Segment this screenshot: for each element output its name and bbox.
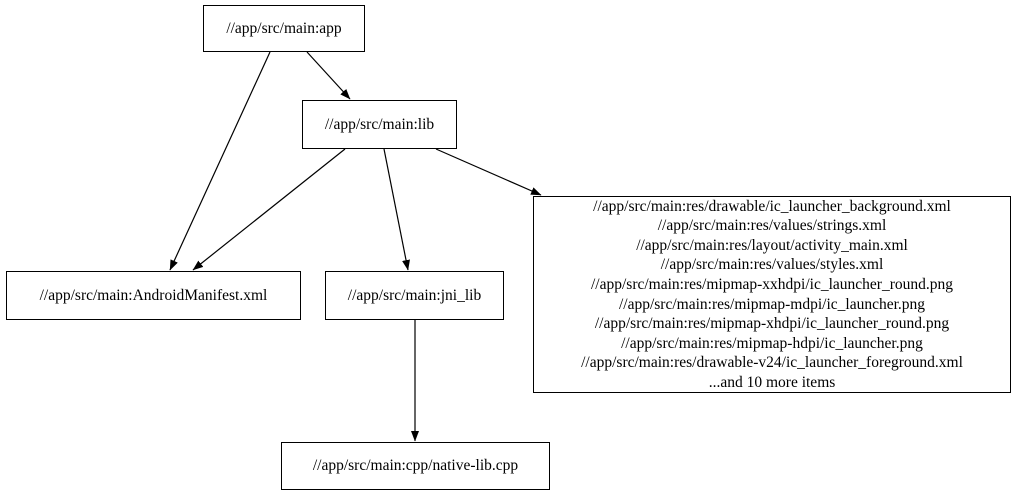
- node-lib-label: //app/src/main:lib: [324, 115, 435, 133]
- node-app: //app/src/main:app: [203, 5, 365, 52]
- res-file-line: //app/src/main:res/values/styles.xml: [660, 256, 884, 274]
- edge-lib-to-manifest: [192, 148, 346, 271]
- node-jni-lib: //app/src/main:jni_lib: [325, 271, 504, 320]
- edge-app-to-lib: [306, 51, 351, 100]
- edge-app-to-manifest: [169, 51, 271, 271]
- res-file-line: //app/src/main:res/mipmap-hdpi/ic_launch…: [621, 334, 923, 352]
- node-jni-lib-label: //app/src/main:jni_lib: [347, 286, 482, 304]
- node-app-label: //app/src/main:app: [226, 19, 342, 37]
- res-file-line: //app/src/main:res/drawable/ic_launcher_…: [593, 197, 951, 215]
- res-file-line: //app/src/main:res/mipmap-xxhdpi/ic_laun…: [590, 275, 953, 293]
- node-native-lib-cpp-label: //app/src/main:cpp/native-lib.cpp: [312, 457, 519, 475]
- res-file-line: //app/src/main:res/mipmap-xhdpi/ic_launc…: [594, 315, 950, 333]
- node-res-files: //app/src/main:res/drawable/ic_launcher_…: [533, 196, 1011, 393]
- res-more-items-line: ...and 10 more items: [708, 373, 836, 391]
- node-android-manifest-label: //app/src/main:AndroidManifest.xml: [39, 286, 268, 304]
- res-file-line: //app/src/main:res/layout/activity_main.…: [636, 236, 908, 254]
- node-android-manifest: //app/src/main:AndroidManifest.xml: [6, 271, 301, 320]
- edge-lib-to-jni-lib: [383, 148, 410, 271]
- node-lib: //app/src/main:lib: [302, 100, 457, 149]
- node-native-lib-cpp: //app/src/main:cpp/native-lib.cpp: [281, 442, 550, 490]
- edge-lib-to-res: [435, 148, 542, 196]
- res-file-line: //app/src/main:res/values/strings.xml: [657, 217, 887, 235]
- res-file-line: //app/src/main:res/drawable-v24/ic_launc…: [581, 354, 963, 372]
- res-file-line: //app/src/main:res/mipmap-mdpi/ic_launch…: [618, 295, 926, 313]
